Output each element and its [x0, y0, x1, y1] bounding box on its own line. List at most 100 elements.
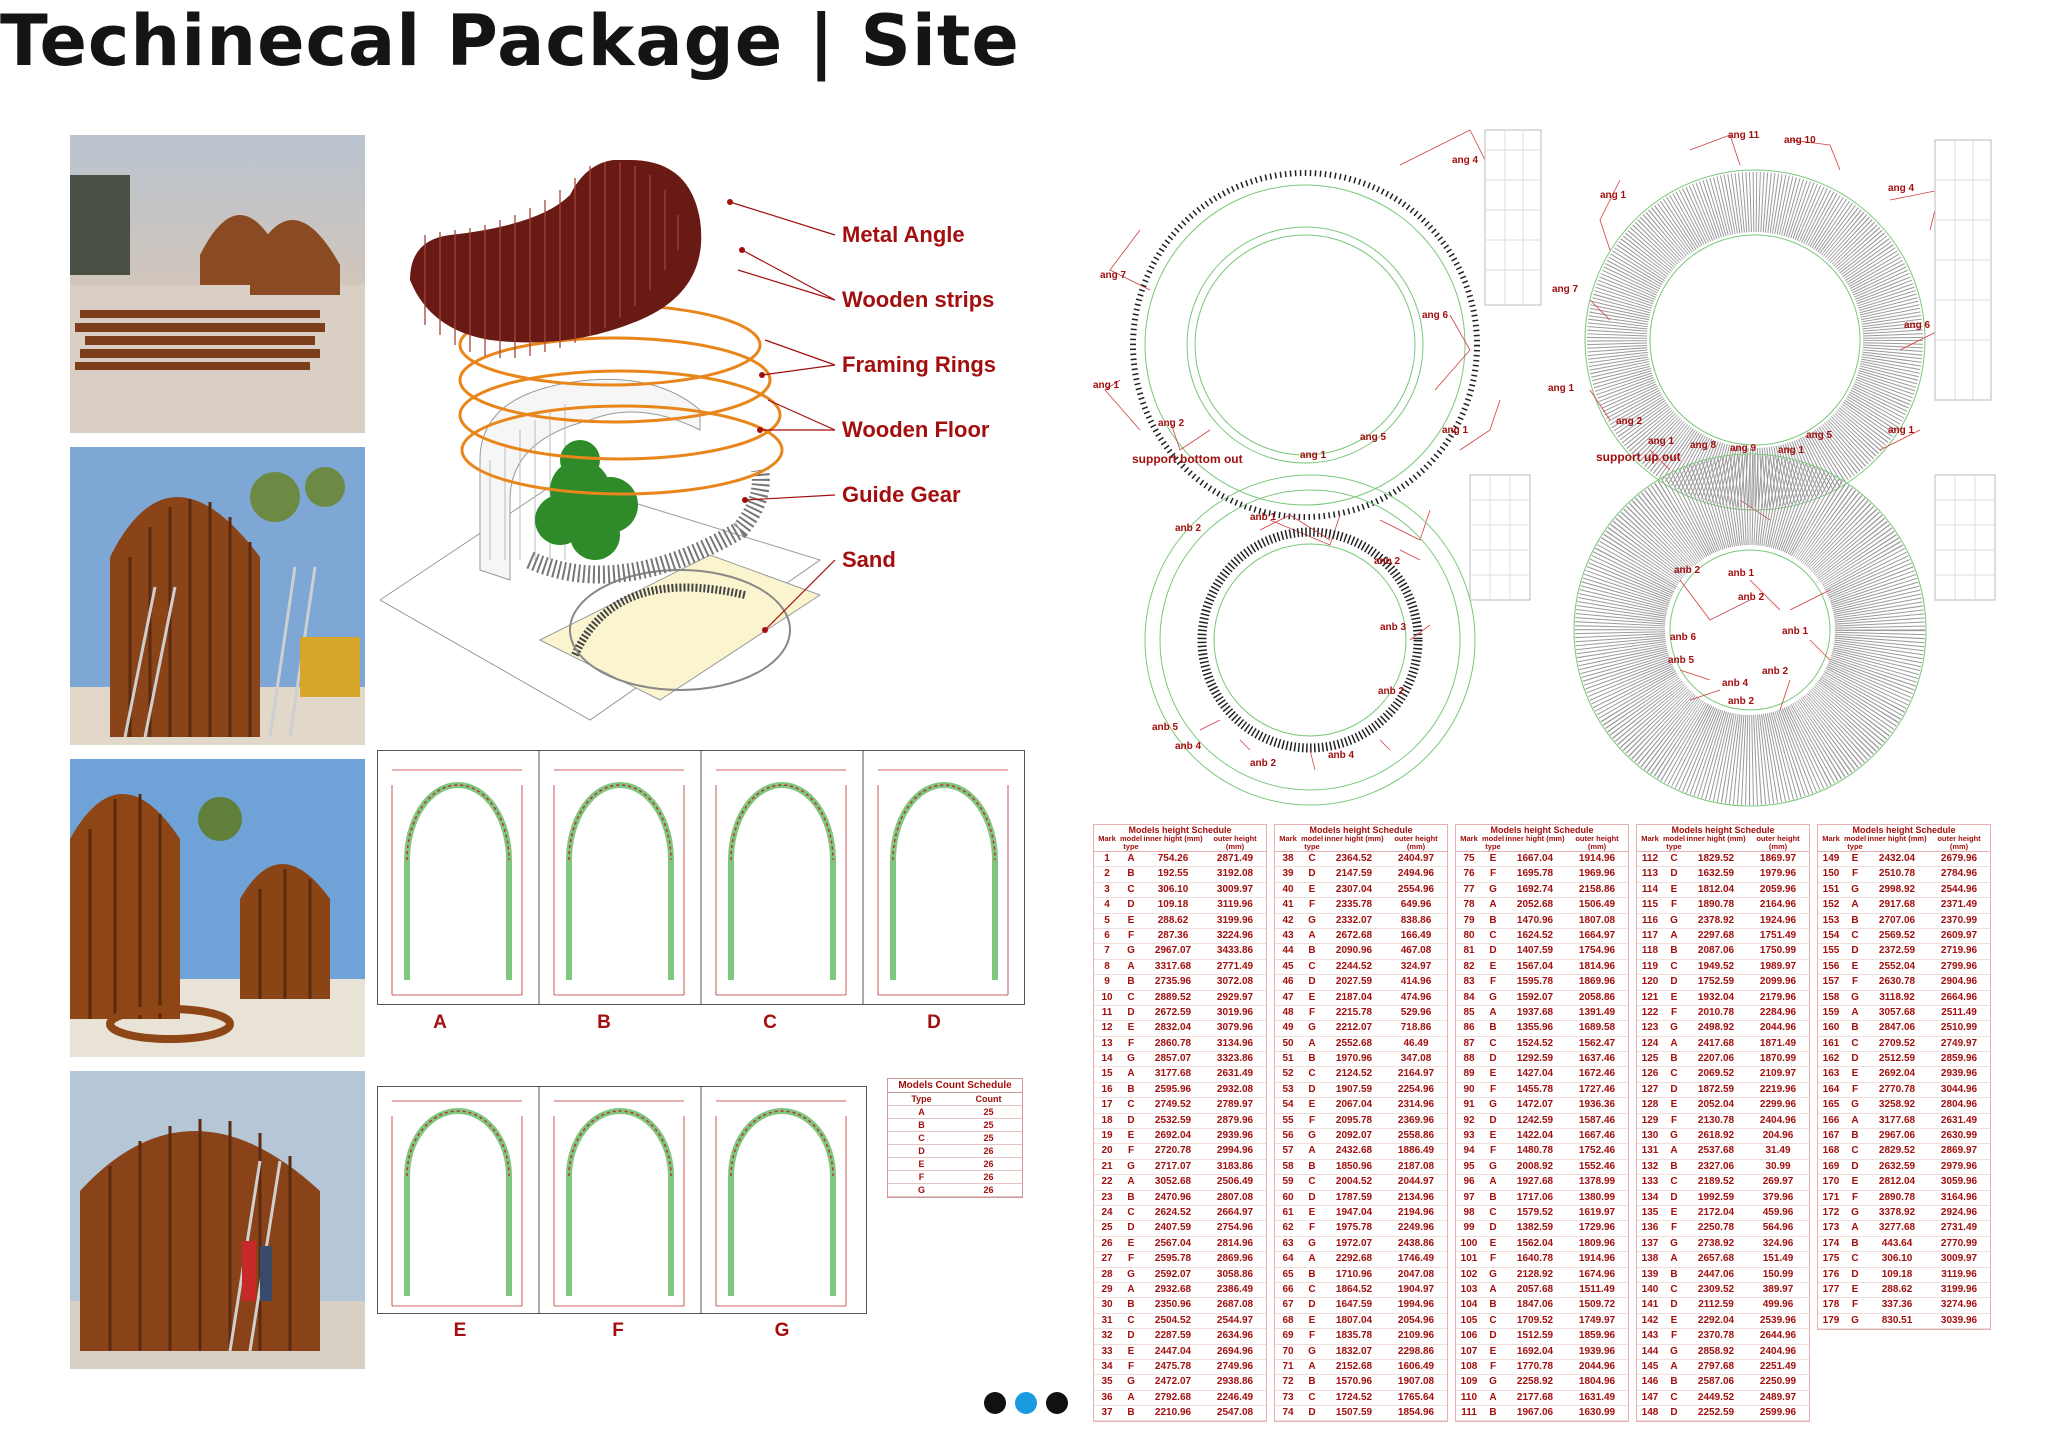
cell-model-type: F — [1308, 1114, 1316, 1126]
cell-inner-height: 1570.96 — [1335, 1376, 1373, 1388]
cell-model-type: G — [1308, 914, 1316, 926]
cell-mark: 94 — [1463, 1145, 1475, 1157]
cell-model-type: G — [1851, 1314, 1859, 1326]
cell-mark: 173 — [1822, 1222, 1840, 1234]
ring-plan-label: anb 6 — [1670, 632, 1697, 643]
height-schedule-header-cell: Mark — [1279, 834, 1297, 843]
cell-mark: 96 — [1463, 1176, 1475, 1188]
cell-inner-height: 2447.06 — [1697, 1268, 1735, 1280]
ring-plan-label: ang 9 — [1730, 443, 1757, 454]
arch-elevations-row-2 — [377, 1086, 867, 1314]
cell-mark: 20 — [1101, 1145, 1113, 1157]
cell-inner-height: 1717.06 — [1516, 1191, 1554, 1203]
cell-model-type: A — [1127, 1391, 1135, 1403]
cell-mark: 159 — [1822, 1006, 1840, 1018]
cell-inner-height: 2657.68 — [1697, 1253, 1735, 1265]
cell-model-type: D — [1851, 945, 1859, 957]
count-cell-count: 26 — [983, 1185, 994, 1195]
height-schedule-header-cell: Mark — [1460, 834, 1478, 843]
cell-outer-height: 2938.86 — [1216, 1376, 1254, 1388]
cell-model-type: E — [1670, 1206, 1678, 1218]
site-photo-4 — [70, 1071, 365, 1369]
cell-mark: 62 — [1282, 1222, 1294, 1234]
cell-inner-height: 1242.59 — [1516, 1114, 1554, 1126]
cell-outer-height: 1689.58 — [1578, 1022, 1616, 1034]
height-schedule-title: Models height Schedule — [1671, 825, 1775, 835]
pagination-dot-2[interactable] — [1015, 1392, 1037, 1414]
arch-label-e: E — [453, 1320, 467, 1341]
cell-outer-height: 2554.96 — [1397, 883, 1435, 895]
cell-inner-height: 1975.78 — [1335, 1222, 1373, 1234]
ring-plan-label: ang 1 — [1600, 190, 1627, 201]
cell-model-type: C — [1851, 929, 1859, 941]
cell-model-type: A — [1127, 1068, 1135, 1080]
cell-outer-height: 1994.96 — [1397, 1299, 1435, 1311]
cell-model-type: C — [1489, 1206, 1497, 1218]
cell-outer-height: 1804.96 — [1578, 1376, 1616, 1388]
cell-mark: 114 — [1641, 883, 1659, 895]
cell-outer-height: 3039.96 — [1940, 1314, 1978, 1326]
cell-outer-height: 2179.96 — [1759, 991, 1797, 1003]
cell-model-type: B — [1127, 1083, 1135, 1095]
pagination-dot-3[interactable] — [1046, 1392, 1068, 1414]
cell-model-type: B — [1489, 1407, 1497, 1419]
cell-outer-height: 1969.96 — [1578, 868, 1616, 880]
cell-outer-height: 2687.08 — [1216, 1299, 1254, 1311]
cell-model-type: B — [1851, 914, 1859, 926]
cell-model-type: F — [1308, 1006, 1316, 1018]
cell-model-type: C — [1308, 1391, 1316, 1403]
cell-mark: 64 — [1282, 1253, 1294, 1265]
layer-label-wooden-strips: Wooden strips — [842, 287, 995, 312]
cell-model-type: C — [1670, 1068, 1678, 1080]
cell-model-type: G — [1308, 1130, 1316, 1142]
cell-inner-height: 2797.68 — [1697, 1360, 1735, 1372]
cell-outer-height: 2194.96 — [1397, 1206, 1435, 1218]
cell-mark: 126 — [1641, 1068, 1659, 1080]
cell-outer-height: 2404.96 — [1759, 1114, 1797, 1126]
pagination-dot-1[interactable] — [984, 1392, 1006, 1414]
cell-outer-height: 1869.97 — [1759, 853, 1797, 864]
cell-outer-height: 2386.49 — [1216, 1283, 1254, 1295]
cell-inner-height: 2569.52 — [1878, 929, 1916, 941]
cell-mark: 39 — [1282, 868, 1294, 880]
cell-model-type: D — [1308, 868, 1316, 880]
cell-inner-height: 1947.04 — [1335, 1206, 1373, 1218]
cell-inner-height: 109.18 — [1881, 1268, 1913, 1280]
cell-mark: 130 — [1641, 1130, 1659, 1142]
cell-model-type: C — [1851, 1253, 1859, 1265]
ring-plan-label: ang 1 — [1093, 380, 1120, 391]
cell-model-type: A — [1489, 1176, 1497, 1188]
cell-outer-height: 3019.96 — [1216, 1006, 1254, 1018]
cell-mark: 42 — [1282, 914, 1294, 926]
cell-model-type: D — [1127, 1222, 1135, 1234]
cell-inner-height: 1292.59 — [1516, 1053, 1554, 1065]
cell-mark: 108 — [1460, 1360, 1478, 1372]
cell-model-type: C — [1851, 1145, 1859, 1157]
count-cell-count: 25 — [983, 1107, 994, 1117]
